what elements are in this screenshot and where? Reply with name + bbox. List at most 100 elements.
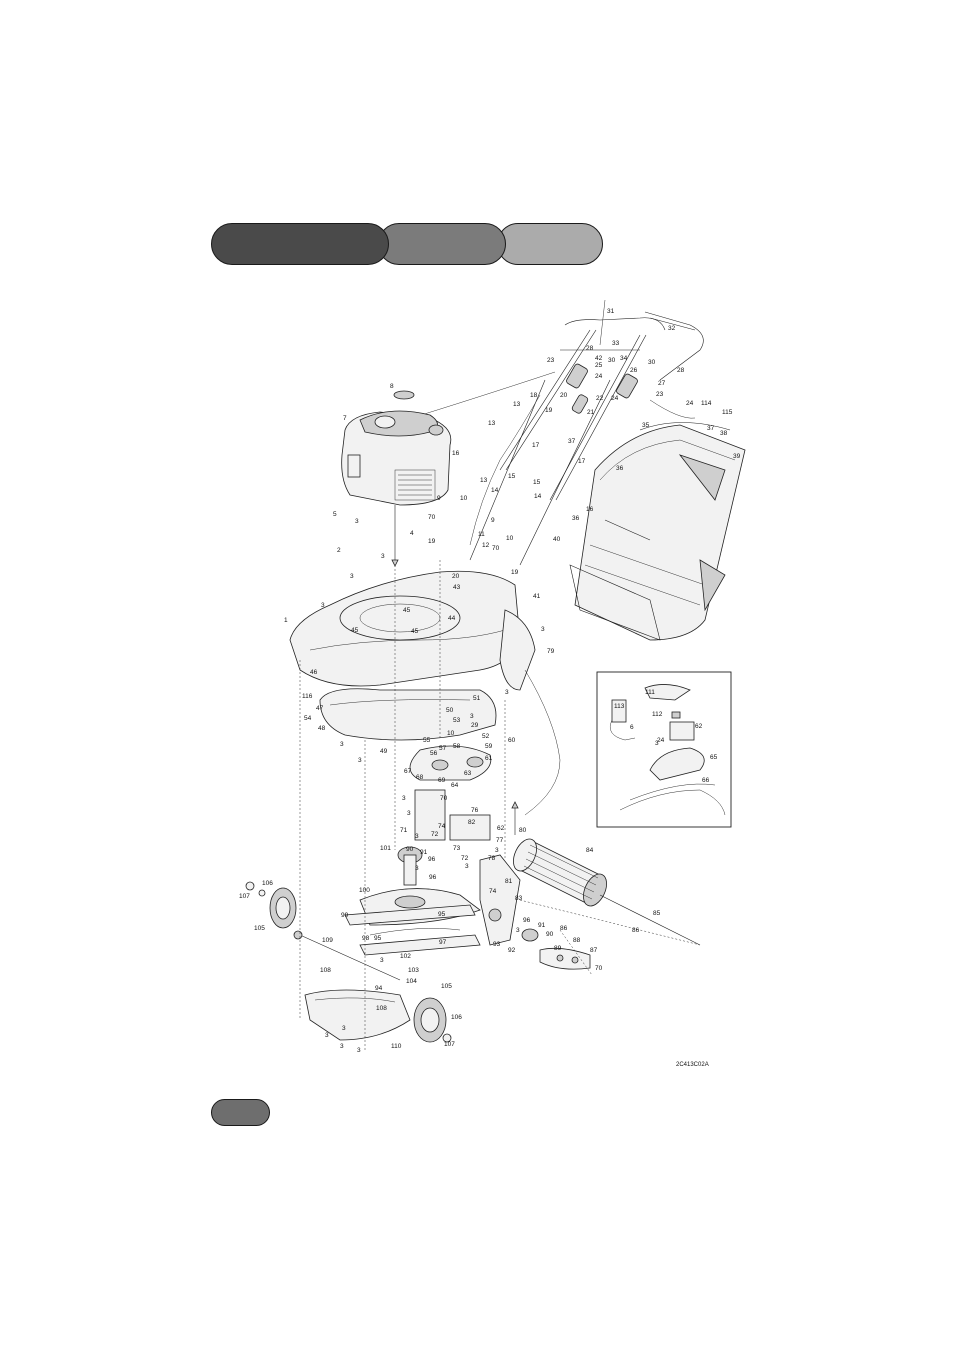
svg-text:20: 20 [560, 392, 568, 399]
svg-text:19: 19 [545, 407, 553, 414]
svg-text:10: 10 [447, 730, 455, 737]
svg-text:80: 80 [519, 827, 527, 834]
svg-text:32: 32 [668, 325, 676, 332]
svg-text:94: 94 [375, 985, 383, 992]
svg-text:24: 24 [657, 737, 665, 744]
svg-text:33: 33 [612, 340, 620, 347]
svg-text:3: 3 [495, 847, 499, 854]
section-tab-3[interactable] [497, 223, 603, 265]
svg-text:31: 31 [607, 308, 615, 315]
svg-text:15: 15 [508, 473, 516, 480]
svg-text:4: 4 [410, 530, 414, 537]
svg-text:29: 29 [471, 722, 479, 729]
svg-text:108: 108 [320, 967, 331, 974]
svg-text:15: 15 [533, 479, 541, 486]
svg-text:24: 24 [595, 373, 603, 380]
svg-text:63: 63 [464, 770, 472, 777]
svg-text:70: 70 [492, 545, 500, 552]
svg-text:14: 14 [534, 493, 542, 500]
svg-text:13: 13 [513, 401, 521, 408]
svg-text:60: 60 [508, 737, 516, 744]
svg-text:18: 18 [530, 392, 538, 399]
svg-text:105: 105 [441, 983, 452, 990]
svg-text:46: 46 [310, 669, 318, 676]
svg-text:70: 70 [595, 965, 603, 972]
svg-text:86: 86 [560, 925, 568, 932]
svg-text:105: 105 [254, 925, 265, 932]
svg-text:81: 81 [505, 878, 513, 885]
svg-text:82: 82 [468, 819, 476, 826]
svg-text:62: 62 [695, 723, 703, 730]
svg-text:3: 3 [342, 1025, 346, 1032]
svg-text:3: 3 [381, 553, 385, 560]
svg-text:37: 37 [707, 425, 715, 432]
svg-text:96: 96 [428, 856, 436, 863]
svg-text:74: 74 [438, 823, 446, 830]
svg-text:87: 87 [590, 947, 598, 954]
svg-text:54: 54 [304, 715, 312, 722]
svg-text:40: 40 [553, 536, 561, 543]
svg-text:99: 99 [341, 912, 349, 919]
svg-text:13: 13 [480, 477, 488, 484]
svg-text:3: 3 [355, 518, 359, 525]
svg-text:2: 2 [337, 547, 341, 554]
svg-text:19: 19 [511, 569, 519, 576]
drive-transmission [344, 745, 591, 970]
svg-text:10: 10 [460, 495, 468, 502]
svg-text:3: 3 [325, 1032, 329, 1039]
svg-text:70: 70 [428, 514, 436, 521]
svg-text:70: 70 [440, 795, 448, 802]
svg-text:3: 3 [340, 1043, 344, 1050]
svg-text:45: 45 [403, 607, 411, 614]
section-tab-1[interactable] [211, 223, 389, 265]
svg-text:111: 111 [645, 689, 655, 696]
svg-text:62: 62 [497, 825, 505, 832]
svg-text:74: 74 [489, 888, 497, 895]
svg-text:10: 10 [506, 535, 514, 542]
section-tab-2[interactable] [378, 223, 506, 265]
svg-text:114: 114 [701, 400, 712, 407]
svg-text:19: 19 [428, 538, 436, 545]
svg-text:30: 30 [648, 359, 656, 366]
inset-electric-start [596, 671, 732, 828]
svg-text:106: 106 [262, 880, 273, 887]
svg-text:11: 11 [478, 531, 485, 538]
svg-text:21: 21 [587, 409, 595, 416]
handle-assembly [404, 299, 704, 566]
svg-text:89: 89 [554, 945, 562, 952]
svg-text:39: 39 [733, 453, 741, 460]
svg-text:3: 3 [516, 927, 520, 934]
svg-text:3: 3 [350, 573, 354, 580]
svg-text:107: 107 [239, 893, 250, 900]
svg-text:24: 24 [686, 400, 694, 407]
svg-text:67: 67 [404, 768, 412, 775]
svg-text:76: 76 [471, 807, 479, 814]
grass-collector [569, 422, 746, 641]
svg-text:85: 85 [653, 910, 661, 917]
svg-text:16: 16 [452, 450, 460, 457]
part-callouts: 31 32 33 34 28 28 42 30 30 23 23 25 26 2… [239, 308, 741, 1068]
svg-text:78: 78 [488, 855, 496, 862]
svg-text:3: 3 [470, 713, 474, 720]
svg-text:43: 43 [453, 584, 461, 591]
svg-text:35: 35 [642, 422, 650, 429]
svg-text:30: 30 [608, 357, 616, 364]
svg-text:91: 91 [420, 849, 428, 856]
svg-text:92: 92 [508, 947, 516, 954]
svg-text:3: 3 [465, 863, 469, 870]
svg-text:23: 23 [547, 357, 555, 364]
svg-text:25: 25 [595, 362, 603, 369]
svg-text:16: 16 [586, 506, 594, 513]
svg-text:24: 24 [611, 395, 619, 402]
svg-text:61: 61 [485, 755, 493, 762]
svg-text:88: 88 [573, 937, 581, 944]
svg-text:9: 9 [437, 495, 441, 502]
svg-text:37: 37 [568, 438, 576, 445]
svg-text:45: 45 [411, 628, 419, 635]
svg-text:73: 73 [453, 845, 461, 852]
svg-text:6: 6 [630, 724, 634, 731]
svg-text:3: 3 [415, 865, 419, 872]
svg-text:86: 86 [632, 927, 640, 934]
svg-text:28: 28 [586, 345, 594, 352]
